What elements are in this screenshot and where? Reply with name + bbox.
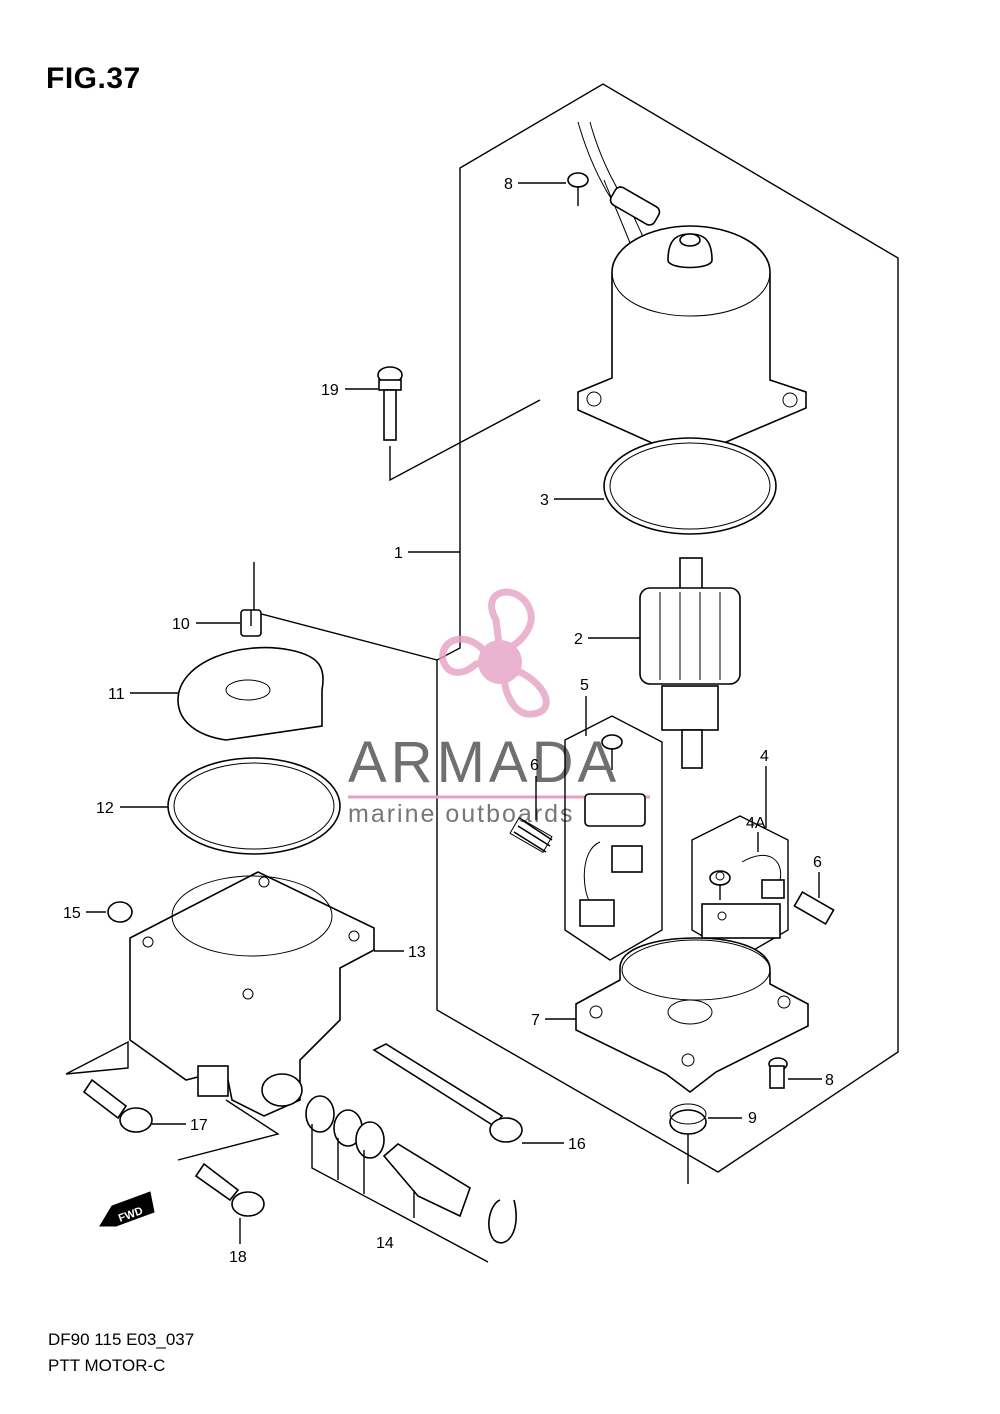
callout-label: 8 (504, 176, 513, 193)
callout-9: 9 (708, 1110, 757, 1127)
o-ring-12 (167, 757, 341, 855)
sub-assembly-boundary (253, 562, 438, 661)
callout-label: 13 (408, 944, 426, 961)
figure-title: FIG.37 (46, 62, 141, 95)
callout-label: 4A (746, 815, 766, 832)
callout-label: 6 (813, 854, 822, 871)
callout-3: 3 (540, 492, 604, 509)
armature-2 (639, 557, 741, 769)
callout-label: 7 (531, 1012, 540, 1029)
propeller-icon (439, 588, 550, 718)
callout-4: 4 (760, 748, 769, 828)
watermark-tagline: marine outboards (348, 800, 575, 828)
end-cap-7 (575, 937, 809, 1094)
callout-2: 2 (574, 631, 640, 648)
bolt-18 (194, 1162, 265, 1217)
callout-label: 9 (748, 1110, 757, 1127)
callout-label: 17 (190, 1117, 208, 1134)
callout-label: 8 (825, 1072, 834, 1089)
callout-6-left: 6 (530, 757, 539, 820)
callout-15: 15 (63, 905, 106, 922)
callout-10: 10 (172, 616, 240, 633)
callout-label: 6 (530, 757, 539, 774)
callout-label: 5 (580, 677, 589, 694)
bolt-group-bracket (177, 1099, 280, 1161)
o-ring-3-inner (609, 442, 771, 530)
assembly-boundary (436, 83, 899, 1173)
bolt-17 (82, 1078, 153, 1133)
callout-label: 15 (63, 905, 81, 922)
screw-19 (377, 366, 403, 441)
spring-6-left (509, 817, 553, 853)
callout-18: 18 (229, 1218, 247, 1266)
callout-7: 7 (531, 1012, 576, 1029)
callout-5: 5 (580, 677, 589, 736)
brush-holder-4 (691, 815, 789, 959)
callout-label: 18 (229, 1249, 247, 1266)
callout-label: 10 (172, 616, 190, 633)
valve-kit-14 (305, 1095, 517, 1263)
callout-label: 4 (760, 748, 769, 765)
housing-group-bracket (65, 1040, 129, 1075)
callout-12: 12 (96, 800, 168, 817)
callout-label: 11 (108, 686, 125, 703)
diagram-code: DF90 115 E03_037 (48, 1330, 195, 1349)
screw-leader (389, 399, 541, 482)
spring-6-right (793, 890, 835, 926)
bushing-9 (669, 1103, 707, 1135)
pump-housing-13 (129, 871, 375, 1117)
callout-4A: 4A (746, 815, 766, 852)
callout-11: 11 (108, 686, 178, 703)
callout-1: 1 (394, 545, 460, 562)
check-valve-10 (240, 609, 262, 637)
callout-label: 3 (540, 492, 549, 509)
bolt-16 (372, 1043, 523, 1143)
screw-8-top (567, 172, 589, 206)
callout-label: 1 (394, 545, 403, 562)
motor-housing (577, 121, 807, 472)
forward-arrow-icon: FWD (99, 1191, 155, 1227)
o-ring-12-inner (173, 762, 335, 850)
callout-label: 19 (321, 382, 339, 399)
callout-label: 2 (574, 631, 583, 648)
callout-13: 13 (374, 944, 426, 961)
o-ring-15 (107, 901, 133, 923)
armada-logo: ARMADA marine outboards (348, 588, 650, 828)
callout-16: 16 (522, 1136, 586, 1153)
callout-19: 19 (321, 382, 378, 399)
screw-8-bottom (768, 1057, 788, 1089)
callout-label: 16 (568, 1136, 586, 1153)
watermark-brand: ARMADA (348, 730, 620, 795)
o-ring-3 (603, 437, 777, 535)
callout-8-top: 8 (504, 176, 566, 193)
brush-holder-5 (564, 715, 663, 961)
callout-6-right: 6 (813, 854, 822, 898)
callout-8-bottom: 8 (788, 1072, 834, 1089)
callout-17: 17 (152, 1117, 208, 1134)
callout-label: 14 (376, 1235, 394, 1252)
callout-14: 14 (376, 1235, 394, 1252)
callout-label: 12 (96, 800, 114, 817)
diagram-name: PTT MOTOR-C (48, 1356, 166, 1375)
cover-11 (177, 646, 324, 741)
